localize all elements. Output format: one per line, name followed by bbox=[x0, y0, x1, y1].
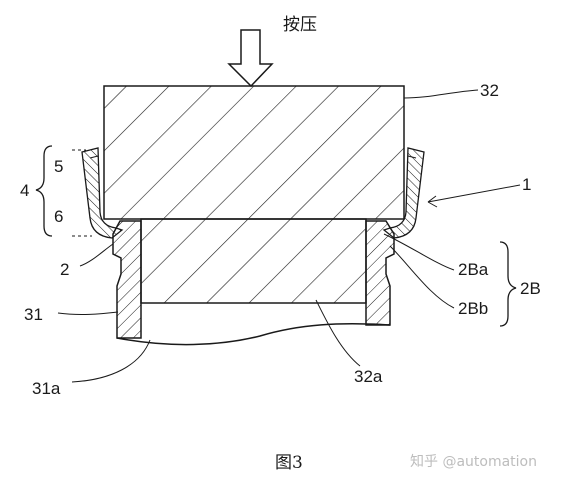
break-line bbox=[116, 323, 391, 346]
leader-lines bbox=[57, 89, 521, 383]
side-wall-31-left bbox=[112, 220, 142, 339]
press-label: 按压 bbox=[283, 15, 317, 34]
label-2Bb: 2Bb bbox=[458, 299, 488, 318]
label-32a: 32a bbox=[354, 367, 383, 386]
label-31: 31 bbox=[24, 305, 43, 324]
label-32: 32 bbox=[480, 81, 499, 100]
label-4: 4 bbox=[20, 181, 29, 200]
brace-4 bbox=[35, 145, 53, 237]
watermark: 知乎 @automation bbox=[410, 453, 537, 470]
label-6: 6 bbox=[54, 207, 63, 226]
label-2B: 2B bbox=[520, 279, 541, 298]
label-5: 5 bbox=[54, 157, 63, 176]
label-2Ba: 2Ba bbox=[458, 260, 489, 279]
label-1: 1 bbox=[522, 175, 531, 194]
label-31a: 31a bbox=[32, 379, 61, 398]
brace-2B bbox=[499, 241, 517, 327]
press-arrow-icon bbox=[227, 29, 274, 88]
body-32-upper bbox=[103, 85, 405, 220]
body-32a bbox=[140, 218, 367, 304]
figure-caption: 图3 bbox=[275, 453, 303, 473]
extent-marks bbox=[72, 149, 92, 237]
side-wall-31-right bbox=[365, 220, 395, 326]
label-2: 2 bbox=[60, 260, 69, 279]
